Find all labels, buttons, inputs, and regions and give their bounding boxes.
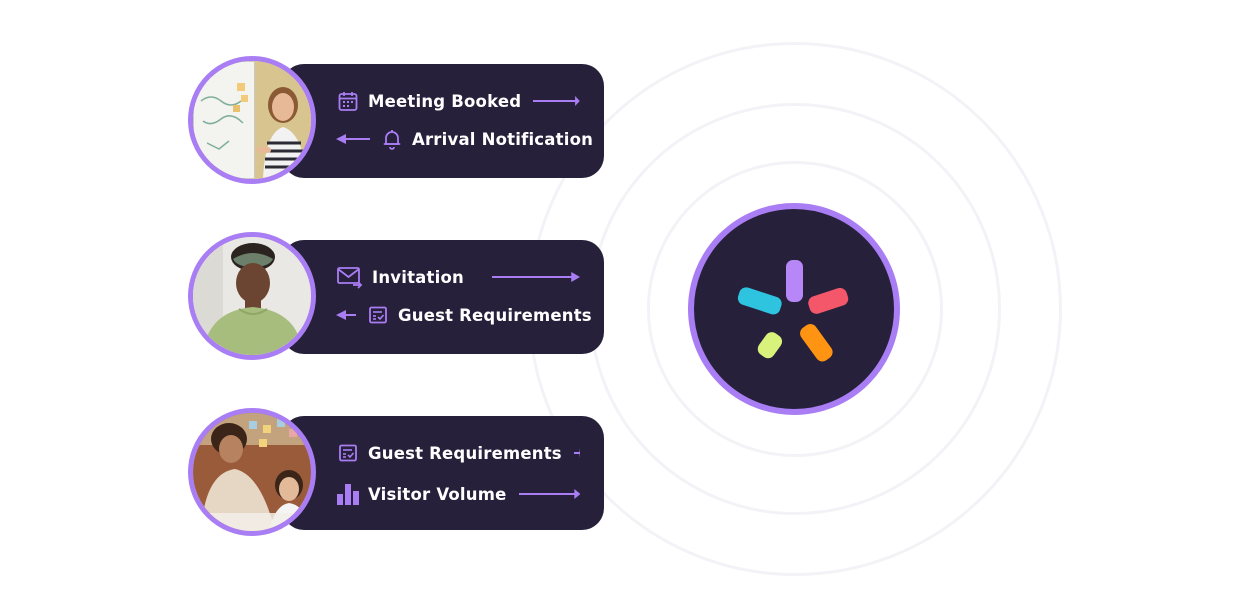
flow-label: Arrival Notification: [412, 129, 594, 149]
bar-chart-icon: [336, 482, 360, 506]
asterisk-logo-icon: [737, 260, 849, 362]
inner-ring: [647, 161, 943, 457]
arrow-left-icon: [336, 309, 356, 321]
arrow-right-icon: [573, 447, 580, 459]
flow-label: Guest Requirements: [398, 305, 592, 325]
integration-card-analytics: Guest Requirements Visitor Volume: [282, 416, 604, 530]
calendar-icon: [336, 89, 360, 113]
arrow-right-icon: [491, 271, 580, 283]
checklist-icon: [366, 303, 390, 327]
envelope-icon: [336, 265, 364, 289]
bell-icon: [380, 127, 404, 151]
avatar-presenter-photo: [188, 56, 316, 184]
flow-row: Guest Requirements: [282, 301, 592, 329]
hub-logo: [688, 203, 900, 415]
avatar-guest-photo: [188, 232, 316, 360]
flow-label: Meeting Booked: [368, 91, 522, 111]
flow-row: Guest Requirements: [282, 439, 580, 467]
flow-row: Arrival Notification: [282, 125, 593, 153]
flow-row: Invitation: [282, 263, 580, 291]
integration-card-meetings: Meeting Booked Arrival Notification: [282, 64, 604, 178]
integration-card-invitations: Invitation Guest Requirements: [282, 240, 604, 354]
flow-label: Invitation: [372, 267, 464, 287]
checklist-icon: [336, 441, 360, 465]
flow-label: Visitor Volume: [368, 484, 507, 504]
flow-row: Visitor Volume: [282, 480, 580, 508]
flow-label: Guest Requirements: [368, 443, 562, 463]
flow-row: Meeting Booked: [282, 87, 580, 115]
arrow-right-icon: [533, 95, 580, 107]
arrow-left-icon: [336, 133, 370, 145]
arrow-right-icon: [518, 488, 580, 500]
avatar-team-photo: [188, 408, 316, 536]
